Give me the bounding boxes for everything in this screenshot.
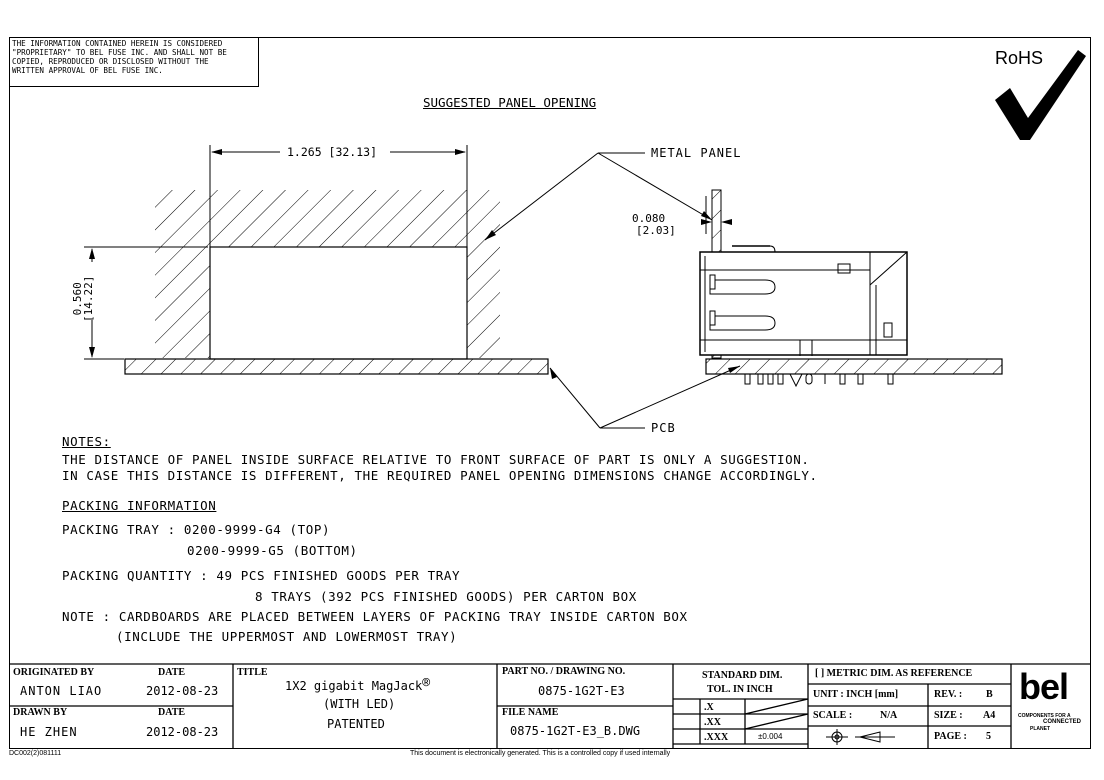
title-label: TITLE <box>237 667 268 678</box>
unit-label: UNIT : INCH [mm] <box>813 689 899 700</box>
standard-dim-label: STANDARD DIM. <box>702 670 783 681</box>
pcb-label: PCB <box>651 421 676 435</box>
panel-thickness-dimension: 0.080 <box>632 212 666 225</box>
file-name-label: FILE NAME <box>502 707 559 718</box>
scale-value: N/A <box>880 710 898 721</box>
title-line: PATENTED <box>327 717 385 731</box>
mechanical-drawing <box>84 145 1003 429</box>
document-code: DC002(2)081111 <box>9 750 62 757</box>
notice-line: THE INFORMATION CONTAINED HEREIN IS CONS… <box>12 39 223 48</box>
originated-by-value: ANTON LIAO <box>20 684 103 698</box>
page-value: 5 <box>986 731 991 742</box>
notice-line: COPIED, REPRODUCED OR DISCLOSED WITHOUT … <box>12 57 209 66</box>
packing-tray-line: 0200-9999-G5 (BOTTOM) <box>187 543 358 558</box>
title-line: 1X2 gigabit MagJack® <box>285 676 430 693</box>
metric-reference-note: [ ] METRIC DIM. AS REFERENCE <box>815 668 973 679</box>
bel-logo-tagline: COMPONENTS FOR A <box>1018 713 1071 719</box>
size-label: SIZE : <box>934 710 963 721</box>
drawing-border <box>9 37 1091 749</box>
page-label: PAGE : <box>934 731 967 742</box>
packing-note-line: (INCLUDE THE UPPERMOST AND LOWERMOST TRA… <box>116 629 458 644</box>
tolerance-label: TOL. IN INCH <box>707 684 773 695</box>
drawn-by-value: HE ZHEN <box>20 725 78 739</box>
drawn-by-label: DRAWN BY <box>13 707 68 718</box>
originated-by-label: ORIGINATED BY <box>13 667 95 678</box>
part-no-label: PART NO. / DRAWING NO. <box>502 666 626 677</box>
scale-label: SCALE : <box>813 710 853 721</box>
tolerance-x: .X <box>704 702 714 713</box>
tolerance-xxx-value: ±0.004 <box>758 732 783 741</box>
footer-disclaimer: This document is electronically generate… <box>410 750 671 757</box>
rev-label: REV. : <box>934 689 963 700</box>
note-line: IN CASE THIS DISTANCE IS DIFFERENT, THE … <box>62 468 818 483</box>
size-value: A4 <box>983 710 996 721</box>
title-text: 1X2 gigabit MagJack <box>285 679 423 693</box>
section-title: SUGGESTED PANEL OPENING <box>423 95 597 110</box>
rohs-checkmark-icon <box>995 50 1086 140</box>
width-dimension: 1.265 [32.13] <box>287 145 378 159</box>
part-no-value: 0875-1G2T-E3 <box>538 684 625 698</box>
drawn-date-value: 2012-08-23 <box>146 725 219 739</box>
packing-quantity-line: 8 TRAYS (392 PCS FINISHED GOODS) PER CAR… <box>255 589 637 604</box>
packing-quantity-line: PACKING QUANTITY : 49 PCS FINISHED GOODS… <box>62 568 461 583</box>
date-label: DATE <box>158 707 186 718</box>
tolerance-xxx: .XXX <box>704 732 729 743</box>
packing-heading: PACKING INFORMATION <box>62 498 217 513</box>
notice-line: WRITTEN APPROVAL OF BEL FUSE INC. <box>12 66 163 75</box>
rohs-label: RoHS <box>995 48 1044 68</box>
notes-heading: NOTES: <box>62 434 111 449</box>
packing-note-line: NOTE : CARDBOARDS ARE PLACED BETWEEN LAY… <box>62 609 688 624</box>
note-line: THE DISTANCE OF PANEL INSIDE SURFACE REL… <box>62 452 810 467</box>
bel-logo: bel <box>1019 666 1069 707</box>
file-name-value: 0875-1G2T-E3_B.DWG <box>510 724 641 738</box>
originated-date-value: 2012-08-23 <box>146 684 219 698</box>
registered-mark: ® <box>422 676 431 691</box>
notice-line: "PROPRIETARY" TO BEL FUSE INC. AND SHALL… <box>12 48 227 57</box>
date-label: DATE <box>158 667 186 678</box>
title-line: (WITH LED) <box>323 697 396 711</box>
rev-value: B <box>986 689 993 700</box>
proprietary-notice: THE INFORMATION CONTAINED HEREIN IS CONS… <box>9 37 259 87</box>
packing-tray-line: PACKING TRAY : 0200-9999-G4 (TOP) <box>62 522 331 537</box>
metal-panel-label: METAL PANEL <box>651 146 742 160</box>
bel-logo-tagline: CONNECTED <box>1043 719 1082 725</box>
panel-thickness-metric: [2.03] <box>636 224 676 237</box>
bel-logo-tagline: PLANET <box>1030 726 1050 732</box>
tolerance-xx: .XX <box>704 717 721 728</box>
